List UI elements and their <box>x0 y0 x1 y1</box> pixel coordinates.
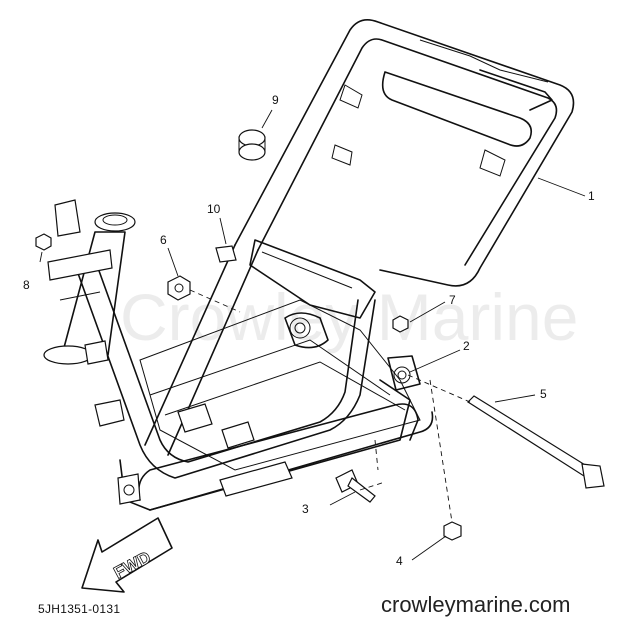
hex-nut-8 <box>35 233 52 251</box>
callout-4: 4 <box>396 554 403 568</box>
hex-nut-4 <box>443 521 462 541</box>
callout-5: 5 <box>540 387 547 401</box>
fwd-arrow-icon <box>81 517 173 593</box>
hex-nut-7 <box>392 315 409 333</box>
bolt-3 <box>335 469 376 503</box>
callout-6: 6 <box>160 233 167 247</box>
callout-8: 8 <box>23 278 30 292</box>
long-bolt-5 <box>467 395 605 489</box>
callout-10: 10 <box>207 202 221 216</box>
head-pipe <box>43 199 136 365</box>
callout-9: 9 <box>272 93 279 107</box>
callout-2: 2 <box>463 339 470 353</box>
callout-7: 7 <box>449 293 456 307</box>
callout-3: 3 <box>302 502 309 516</box>
fasteners <box>35 129 605 541</box>
diagram-part-number: 5JH1351-0131 <box>38 602 121 616</box>
clamp-part <box>238 129 266 161</box>
fwd-arrow: FWD <box>81 517 173 593</box>
hex-nut-6 <box>167 275 191 301</box>
watermark-text: Crowley Marine <box>120 280 578 354</box>
site-footer-text: crowleymarine.com <box>381 592 571 617</box>
frame-assembly <box>74 19 575 511</box>
leader-lines <box>39 109 586 561</box>
alignment-lines <box>189 289 471 523</box>
callout-labels: 1 2 3 4 5 6 7 8 9 10 <box>23 93 595 568</box>
clip-nut-part <box>215 245 237 263</box>
callout-1: 1 <box>588 189 595 203</box>
